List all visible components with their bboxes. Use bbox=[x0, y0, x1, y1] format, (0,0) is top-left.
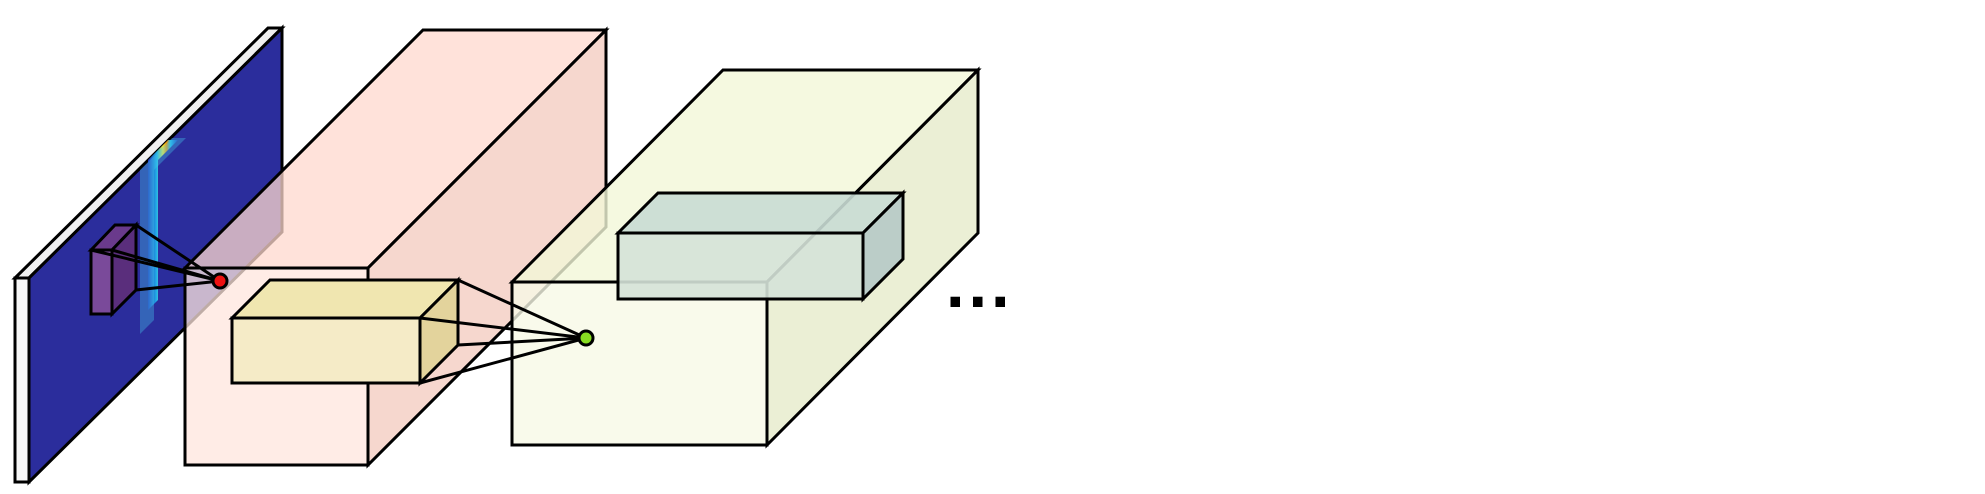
conv2-output-neuron bbox=[577, 329, 595, 347]
spectrogram-band-glow bbox=[140, 138, 186, 334]
conv1-output-neuron bbox=[211, 272, 229, 290]
conv2-input-connections bbox=[419, 278, 587, 385]
input-slab-side bbox=[13, 276, 31, 484]
conv2-kernel-block bbox=[614, 189, 907, 303]
input-receptive-field bbox=[87, 221, 140, 318]
conv2-front bbox=[510, 280, 769, 447]
conv-layer-2 bbox=[419, 66, 982, 449]
conv1-kernel-block bbox=[228, 276, 462, 387]
spectrogram-band bbox=[148, 140, 178, 310]
input-spectrogram bbox=[11, 24, 286, 486]
layer-ellipsis: ... bbox=[945, 257, 1013, 320]
conv-layer-1 bbox=[90, 26, 610, 469]
conv1-input-connections bbox=[90, 223, 221, 292]
